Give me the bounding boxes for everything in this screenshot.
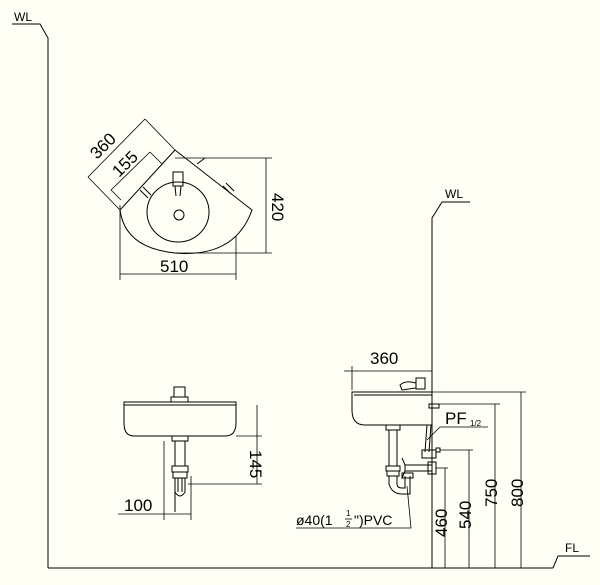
basin-front [123,401,237,437]
drain-plan [173,209,185,221]
fl-label: FL [565,541,579,555]
dim-top-155: 155 [108,147,141,180]
drain-frac-den: 2 [346,520,351,529]
dim-top-360: 360 [86,129,119,162]
wl-left-label: WL [14,10,32,24]
bowl-plan [146,181,210,243]
pf-size: 1/2 [470,419,482,428]
dim-front-100: 100 [124,496,152,515]
wl-right-label: WL [445,187,463,201]
drain-pipe-unit: ")PVC [354,512,392,528]
drain-frac-num: 1 [346,509,351,518]
pf-label: PF [445,409,467,428]
dim-top-510: 510 [160,257,188,276]
dim-side-360: 360 [370,349,398,368]
dim-460: 460 [432,509,451,537]
dim-800: 800 [508,479,527,507]
tap-side [415,377,426,390]
dim-540: 540 [456,501,475,529]
dim-front-145: 145 [246,450,265,478]
dim-top-420: 420 [268,193,287,221]
tap-front [173,386,186,398]
dim-750: 750 [482,479,501,507]
top-view: 360 155 420 510 [86,118,287,280]
wall-line-left: WL [12,10,49,568]
side-view: 360 460 540 750 800 PF 1/2 ø40(1 1 2 ")P… [296,349,527,568]
basin-side [351,391,433,426]
tap-plan [172,171,184,187]
drain-pipe-label: ø40(1 [296,512,333,528]
basin-plan-outline [119,149,253,254]
floor-line: FL [48,541,590,569]
front-view: 145 100 [118,386,265,520]
